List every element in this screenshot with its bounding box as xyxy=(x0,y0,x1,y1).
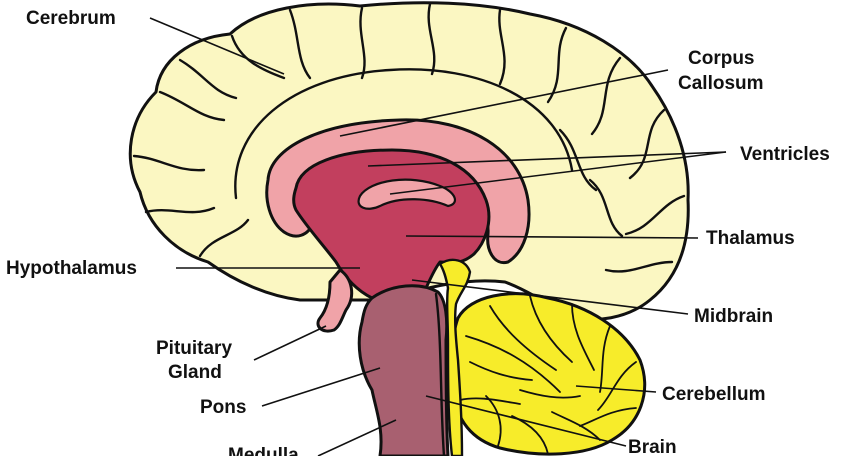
label-cerebrum: Cerebrum xyxy=(26,8,116,29)
label-thalamus: Thalamus xyxy=(706,228,795,249)
label-pituitary-line1: Pituitary xyxy=(156,338,232,359)
cerebellum-fold xyxy=(519,389,581,399)
pituitary-shape xyxy=(316,268,354,333)
midbrain-band xyxy=(438,258,472,456)
label-cerebellum: Cerebellum xyxy=(662,384,765,405)
cerebrum-fold xyxy=(427,2,436,76)
ventricle-inner xyxy=(357,178,457,210)
cerebellum-fold xyxy=(551,411,601,441)
label-medulla: Medulla xyxy=(228,445,299,456)
label-midbrain: Midbrain xyxy=(694,306,773,327)
ventricles-leader-upper xyxy=(367,151,727,167)
ventricles-leader-lower xyxy=(389,151,727,195)
cerebellum-fold xyxy=(599,325,611,393)
cerebellum-fold xyxy=(465,335,561,393)
cerebrum-fold xyxy=(546,26,568,104)
cerebellum-fold xyxy=(459,397,521,405)
thalamus-leader xyxy=(405,235,699,239)
cerebrum-fold xyxy=(590,56,622,136)
cerebrum-fold xyxy=(288,8,312,80)
label-brainstem: Brain xyxy=(628,437,677,456)
cerebrum-fold xyxy=(604,260,674,273)
cerebrum-fold xyxy=(230,34,286,80)
cerebellum-fold xyxy=(469,361,533,381)
label-corpus-callosum-line1: Corpus xyxy=(688,48,755,69)
cerebrum-fold xyxy=(198,218,250,258)
cerebrum-fold xyxy=(498,8,506,86)
label-pons: Pons xyxy=(200,397,246,418)
cerebellum-fold xyxy=(529,295,573,363)
corpus-callosum-leader xyxy=(339,69,669,137)
cerebrum-fold xyxy=(558,128,598,192)
pituitary-leader xyxy=(253,325,327,361)
corpus-callosum-shape xyxy=(265,118,531,265)
cerebellum-leader xyxy=(575,385,657,393)
cingulate-sulcus xyxy=(234,68,574,200)
medulla-leader xyxy=(317,419,397,456)
cerebrum-fold xyxy=(624,194,686,236)
cerebellum-fold xyxy=(489,305,557,371)
cerebellum-fold xyxy=(579,407,637,427)
label-ventricles: Ventricles xyxy=(740,144,830,165)
cerebellum-fold xyxy=(571,303,595,371)
cerebrum-leader xyxy=(149,17,285,75)
cerebrum-fold xyxy=(178,58,238,100)
cerebrum-fold xyxy=(628,108,666,180)
brainstem-leader xyxy=(425,395,627,447)
cerebrum-fold xyxy=(132,154,206,172)
midbrain-leader xyxy=(411,279,689,315)
cerebellum-fold xyxy=(597,361,637,411)
label-corpus-callosum-line2: Callosum xyxy=(678,73,764,94)
cerebrum-fold xyxy=(588,178,624,238)
cerebrum-fold xyxy=(144,206,216,214)
label-pituitary-line2: Gland xyxy=(168,362,222,383)
brainstem-edge xyxy=(434,292,446,456)
pons-leader xyxy=(261,367,381,407)
cerebrum-fold xyxy=(158,90,226,122)
label-hypothalamus: Hypothalamus xyxy=(6,258,137,279)
